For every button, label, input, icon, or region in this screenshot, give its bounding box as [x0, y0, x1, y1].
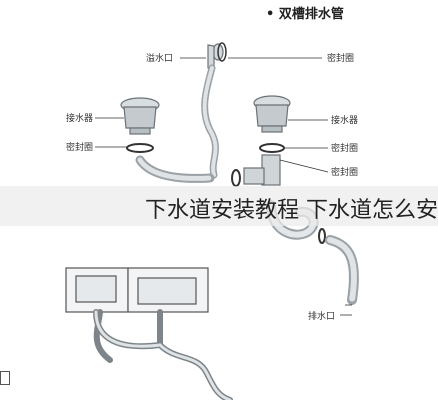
label-seal-top-right: 密封圈 — [327, 52, 354, 64]
right-strainer — [253, 95, 291, 133]
label-strainer-left: 接水器 — [66, 112, 93, 124]
corner-mark-icon — [0, 371, 10, 385]
overflow-seal — [217, 42, 227, 62]
sink-pipes — [93, 309, 233, 400]
tee-fitting — [243, 154, 281, 186]
left-drain-hose — [135, 155, 215, 183]
label-drain-outlet: 排水口 — [308, 310, 335, 322]
label-overflow-port: 溢水口 — [146, 52, 173, 64]
right-seal — [259, 143, 285, 153]
label-strainer-right: 接水器 — [331, 114, 358, 126]
left-seal — [126, 143, 154, 153]
outlet-drain-hose — [325, 235, 359, 305]
diagram-title: • 双槽排水管 — [266, 6, 344, 22]
trap-seal — [318, 228, 326, 244]
label-lines — [95, 57, 352, 306]
left-strainer — [120, 97, 160, 135]
label-seal-right: 密封圈 — [331, 142, 358, 154]
label-seal-left: 密封圈 — [66, 141, 93, 153]
overflow-hose — [201, 64, 219, 179]
caption-text: 下水道安装教程 下水道怎么安 — [145, 198, 438, 223]
label-seal-mid-right: 密封圈 — [331, 166, 358, 178]
sink-cabinet — [65, 267, 209, 313]
mid-seal — [231, 169, 241, 187]
sink-pipes-inner — [94, 310, 232, 400]
caption-banner — [0, 186, 438, 226]
